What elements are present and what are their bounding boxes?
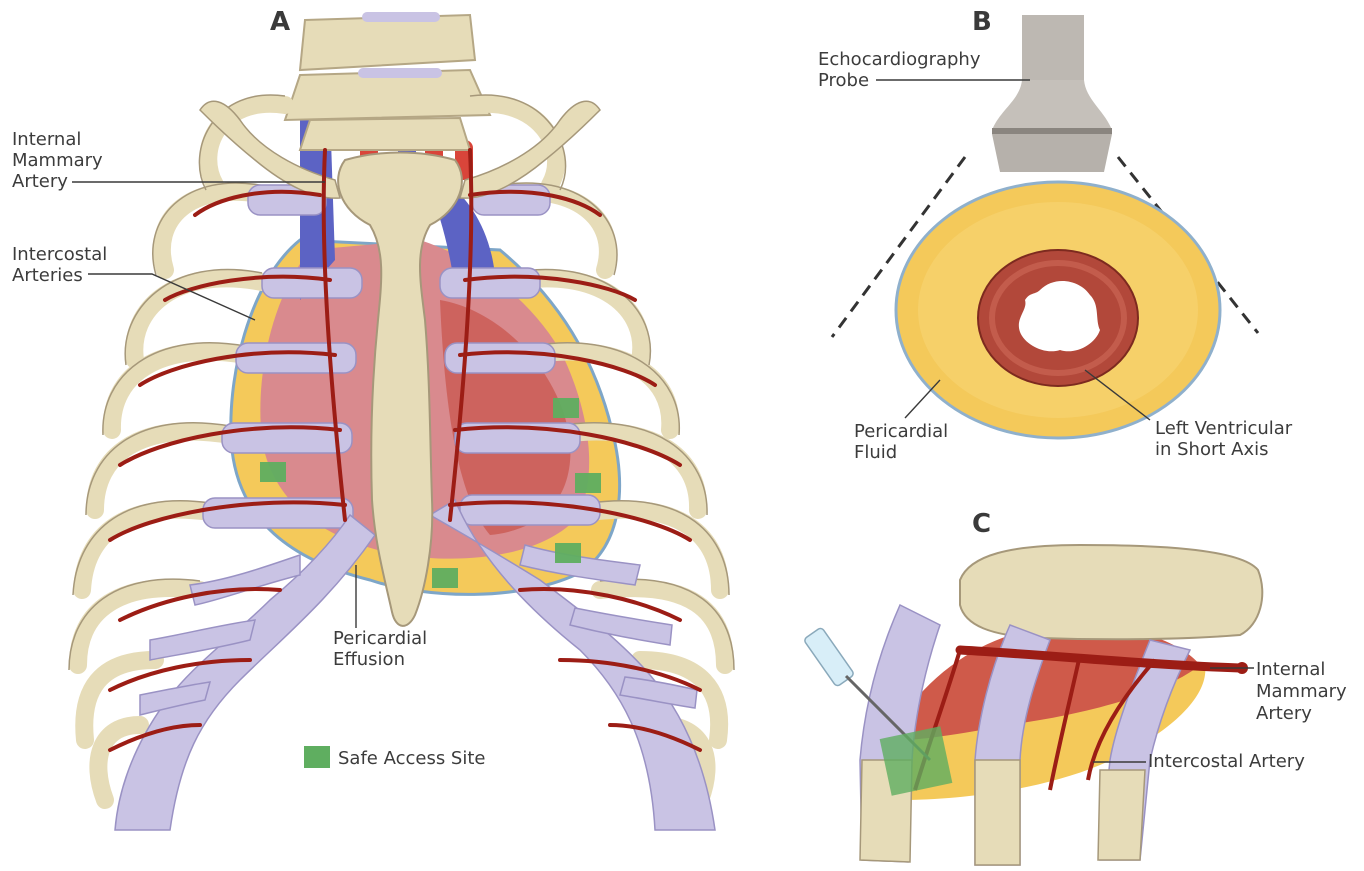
label-internal-mammary-artery-c: Internal Mammary Artery: [1256, 659, 1352, 724]
label-pericardial-fluid: Pericardial Fluid: [854, 421, 954, 463]
label-echocardiography-probe: Echocardiography Probe: [818, 49, 986, 91]
safe-access-site: [553, 398, 579, 418]
label-intercostal-artery: Intercostal Artery: [1148, 751, 1305, 772]
label-left-ventricular: Left Ventricular in Short Axis: [1155, 418, 1298, 460]
panel-a-thorax: [69, 12, 734, 830]
echocardiography-probe: [992, 15, 1112, 172]
label-pericardial-effusion: Pericardial Effusion: [333, 628, 433, 670]
panel-letter-c: C: [972, 509, 991, 539]
legend-label-safe-access-site: Safe Access Site: [338, 748, 486, 769]
panel-letter-b: B: [972, 7, 992, 37]
cervical-vertebrae: [285, 12, 490, 150]
leader-pericardial-fluid: [905, 380, 940, 418]
panel-b-echo: [832, 15, 1258, 438]
safe-access-site: [575, 473, 601, 493]
sternum-c: [960, 545, 1262, 639]
panel-letter-a: A: [270, 7, 290, 37]
safe-access-site: [555, 543, 581, 563]
safe-access-site: [260, 462, 286, 482]
safe-access-site: [432, 568, 458, 588]
label-intercostal-arteries: Intercostal Arteries: [12, 244, 113, 286]
panel-c-cross-section: [803, 545, 1262, 865]
legend-swatch-safe-access-site: [304, 746, 330, 768]
